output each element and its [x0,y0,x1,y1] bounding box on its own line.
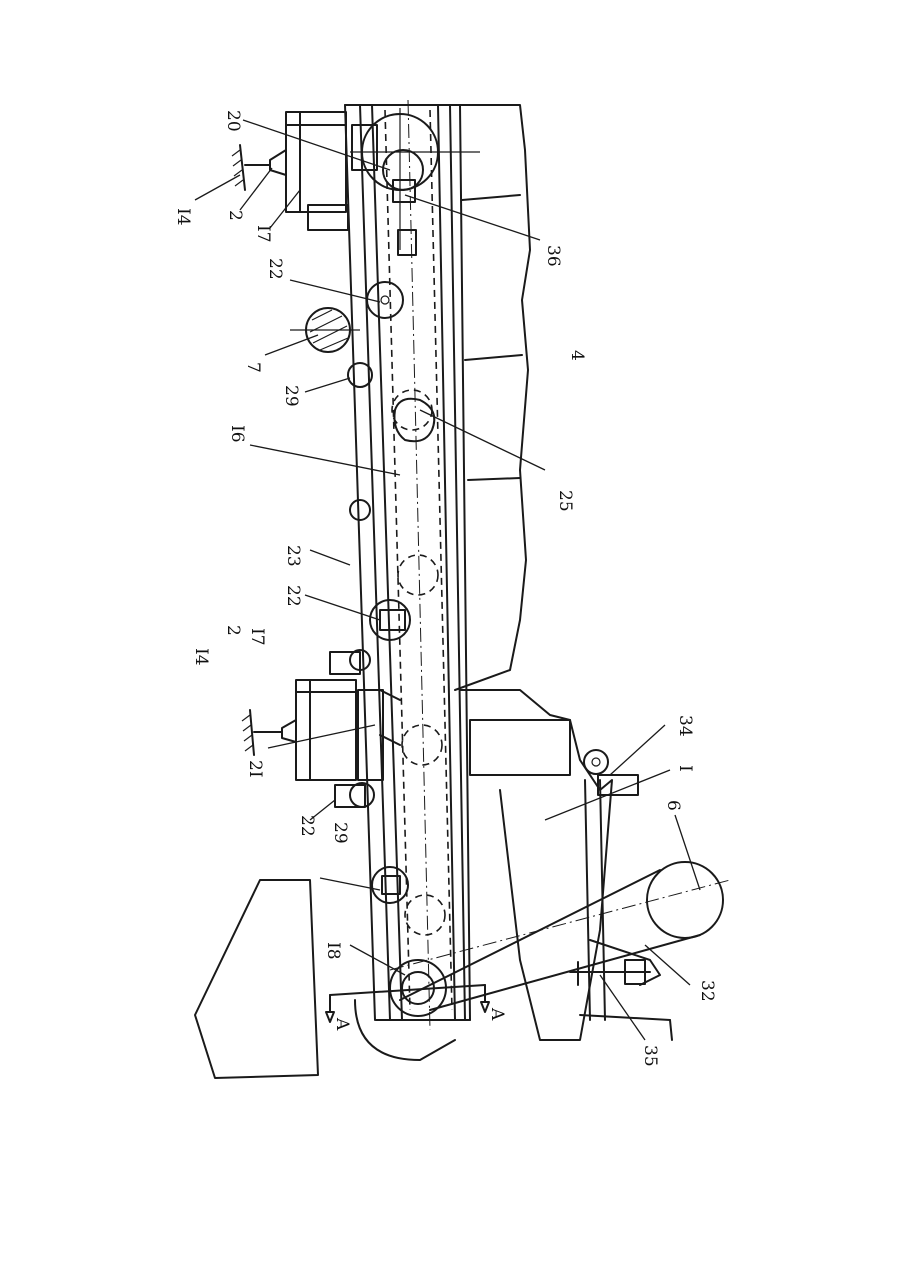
roller-7 [290,308,360,352]
section-mark-a-left: A [332,1017,352,1031]
label-17a: I7 [253,225,273,243]
label-22a: 22 [265,258,285,280]
label-23: 23 [283,545,303,567]
label-32: 32 [697,980,717,1002]
label-17b: I7 [247,628,267,646]
label-25: 25 [555,490,575,512]
label-22b: 22 [283,585,303,607]
part-labels: 20 I4 2 I7 22 7 29 I6 23 22 I7 2 I4 2I 2… [173,110,717,1067]
label-29b: 29 [330,822,350,844]
label-14b: I4 [191,648,211,666]
label-21: 2I [245,760,265,778]
label-34: 34 [675,715,695,737]
label-4: 4 [567,350,587,361]
label-7: 7 [243,362,263,373]
top-support [232,112,377,230]
label-18: I8 [323,942,343,960]
section-mark-a-right: A [487,1007,507,1021]
label-35: 35 [640,1045,660,1067]
label-1: I [675,765,695,772]
label-16: I6 [227,425,247,443]
label-20: 20 [223,110,243,132]
label-22c: 22 [297,815,317,837]
lower-frame [460,690,672,1040]
part-25 [394,399,434,442]
label-14a: I4 [173,208,193,226]
label-2a: 2 [225,210,245,221]
label-2b: 2 [223,625,243,636]
label-36: 36 [543,245,563,267]
label-29a: 29 [281,385,301,407]
middle-support [242,652,400,807]
label-6: 6 [663,800,683,811]
hopper [195,880,318,1078]
